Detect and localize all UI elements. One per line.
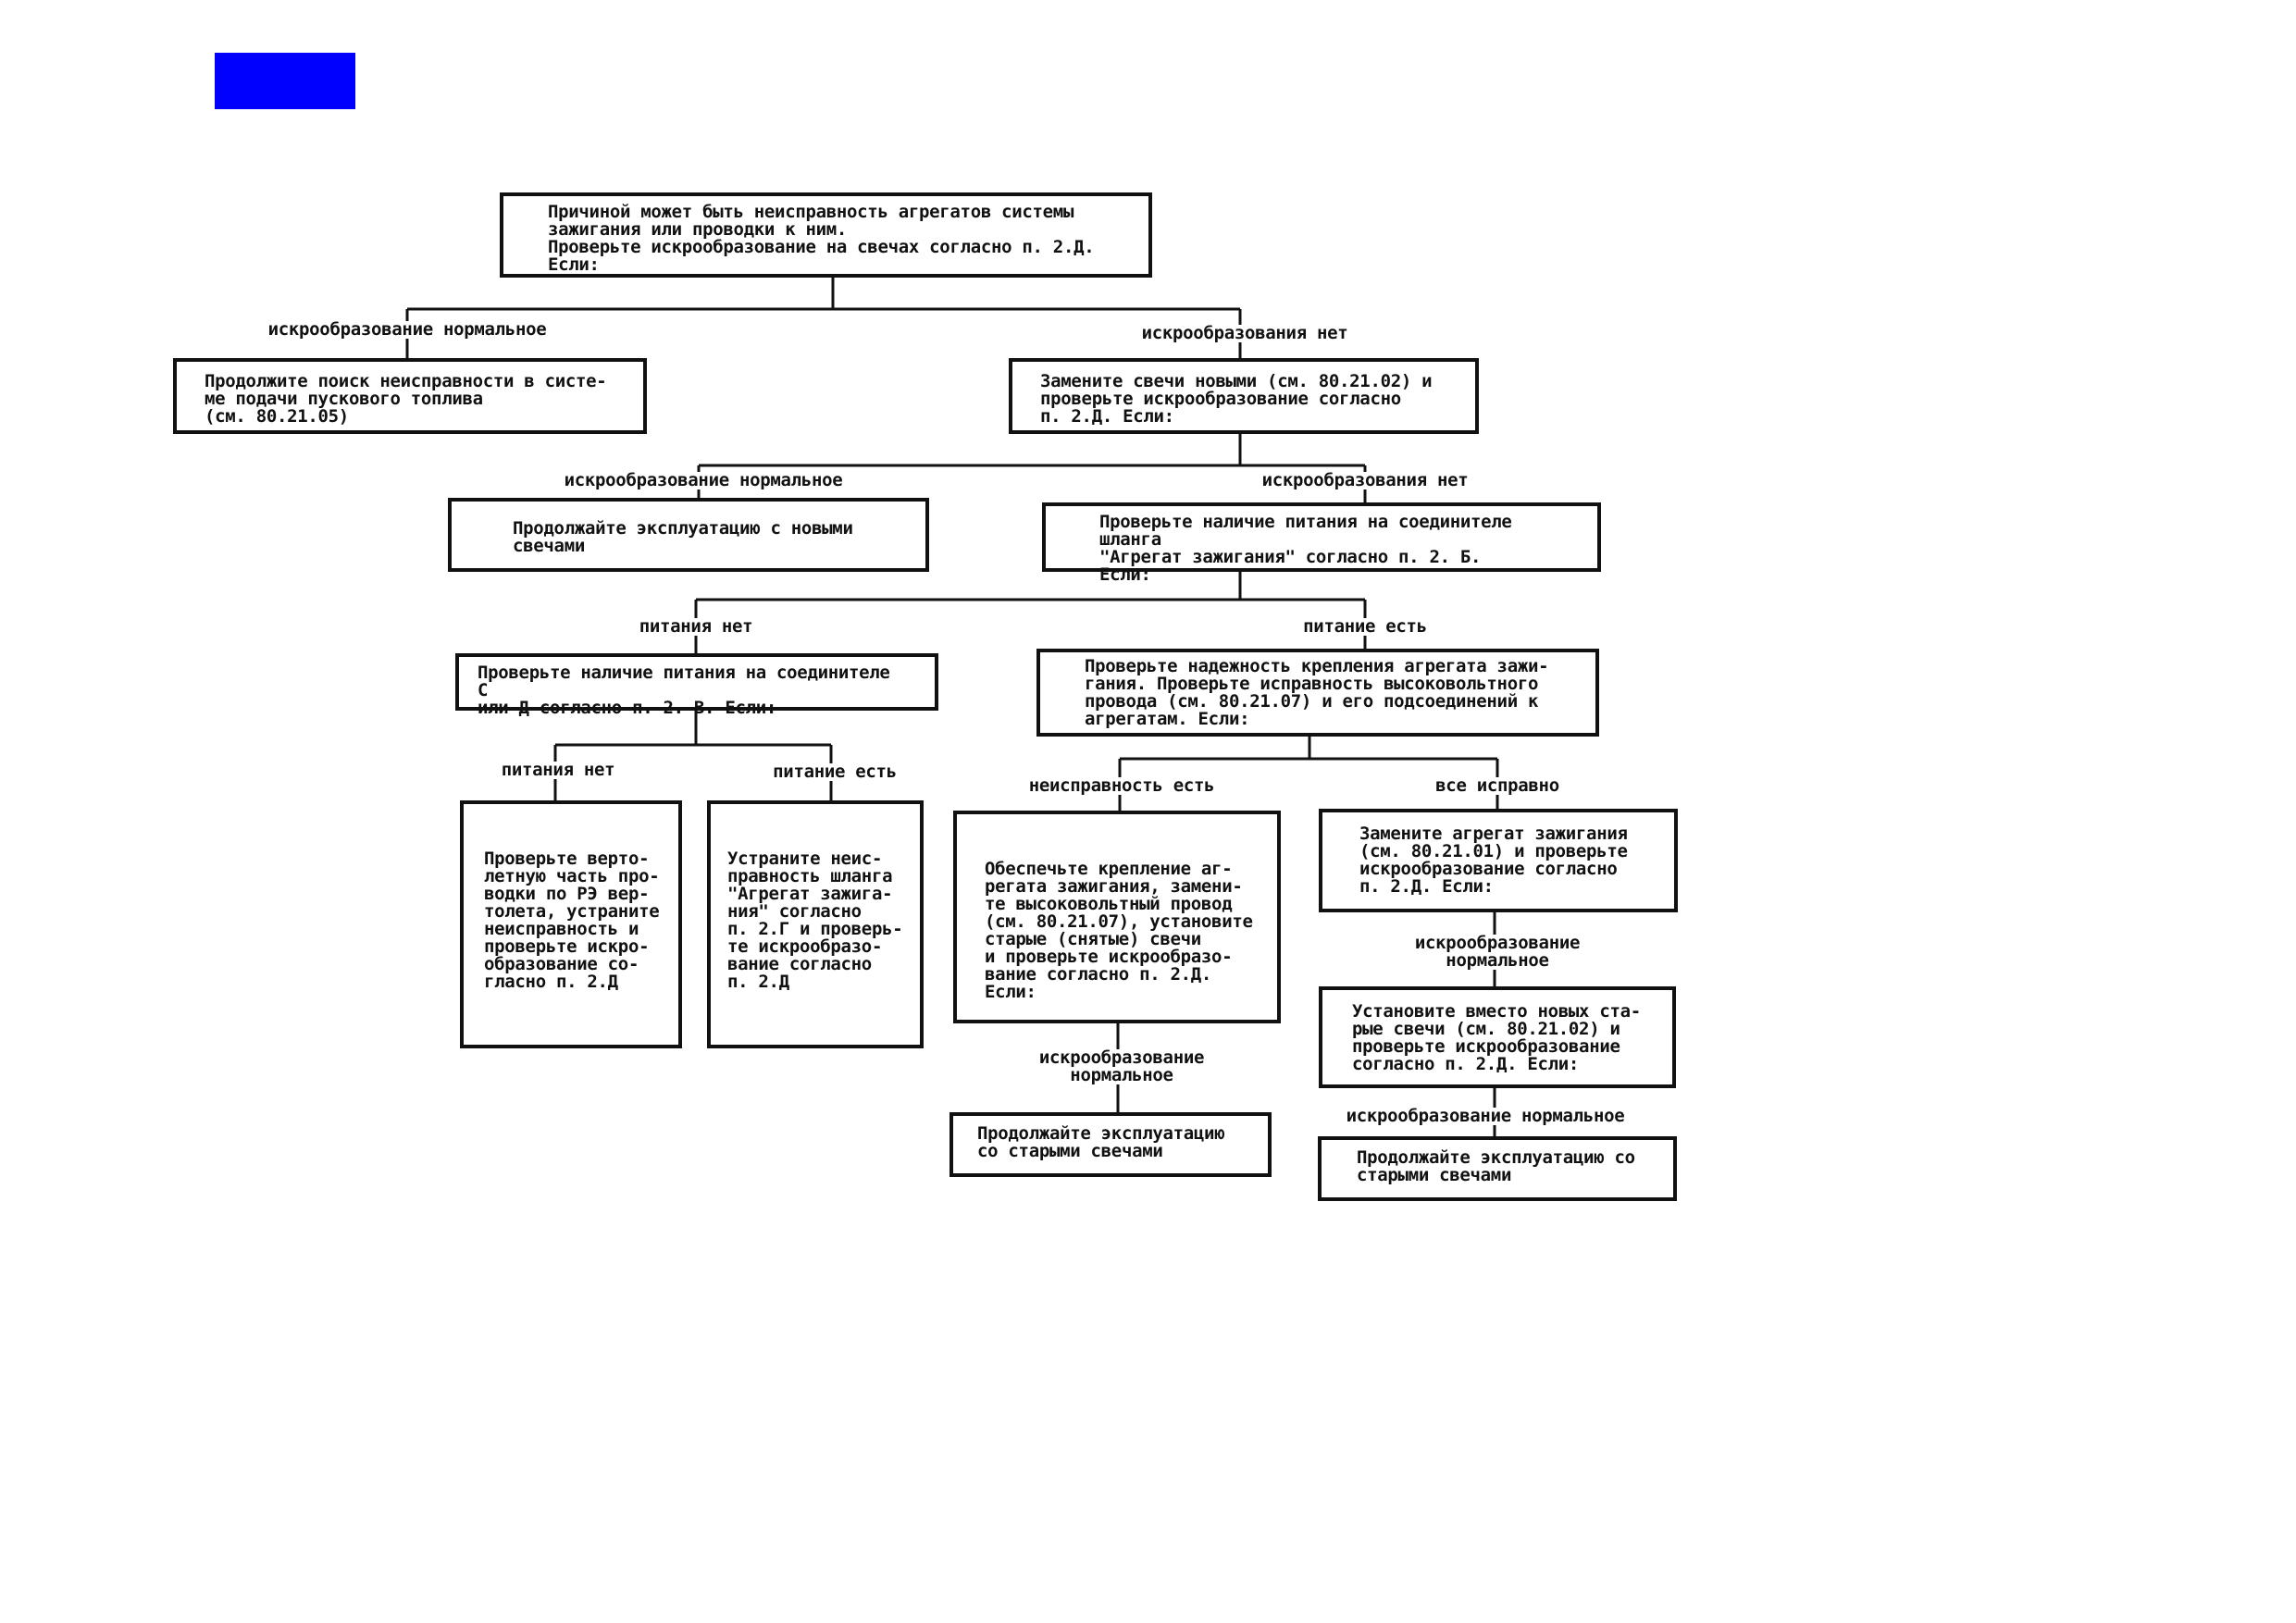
label-power-present-2: питание есть (771, 762, 899, 782)
label-spark-normal-4: искрообразование нормальное (1036, 1047, 1207, 1085)
blue-marker (215, 53, 355, 109)
box-continue-new-plugs: Продолжайте эксплуатацию с новыми свечам… (448, 498, 929, 572)
box-fix-hose: Устраните неис- правность шланга "Агрега… (707, 800, 924, 1048)
box-replace-plugs: Замените свечи новыми (см. 80.21.02) и п… (1009, 358, 1479, 434)
box-continue-fuel-search: Продолжите поиск неисправности в систе- … (173, 358, 647, 434)
label-power-present-1: питание есть (1301, 616, 1429, 637)
label-spark-normal-5: искрообразование нормальное (1344, 1106, 1627, 1126)
label-no-power-2: питания нет (499, 760, 617, 780)
label-fault-present: неисправность есть (1026, 775, 1217, 796)
label-spark-normal-3: искрообразование нормальное (1412, 933, 1582, 971)
label-spark-normal-1: искрообразование нормальное (266, 319, 549, 340)
box-secure-ignition-unit: Обеспечьте крепление аг- регата зажигани… (953, 811, 1281, 1023)
label-all-ok: все исправно (1433, 775, 1561, 796)
box-replace-ignition-unit: Замените агрегат зажигания (см. 80.21.01… (1319, 809, 1678, 912)
box-check-helicopter-wiring: Проверьте верто- летную часть про- водки… (460, 800, 682, 1048)
box-check-ignition-unit: Проверьте надежность крепления агрегата … (1036, 649, 1599, 737)
label-no-spark-1: искрообразования нет (1139, 323, 1350, 343)
box-continue-old-plugs-2: Продолжайте эксплуатацию со старыми свеч… (1318, 1136, 1677, 1201)
box-check-power-connector: Проверьте наличие питания на соединителе… (455, 653, 938, 717)
box-install-old-plugs: Установите вместо новых ста- рые свечи (… (1319, 986, 1676, 1088)
box-check-power-hose: Проверьте наличие питания на соединителе… (1042, 502, 1601, 584)
label-spark-normal-2: искрообразование нормальное (562, 470, 845, 490)
box-continue-old-plugs-1: Продолжайте эксплуатацию со старыми свеч… (949, 1112, 1272, 1177)
box-root: Причиной может быть неисправность агрега… (500, 192, 1152, 278)
label-no-power-1: питания нет (637, 616, 755, 637)
label-no-spark-2: искрообразования нет (1260, 470, 1471, 490)
